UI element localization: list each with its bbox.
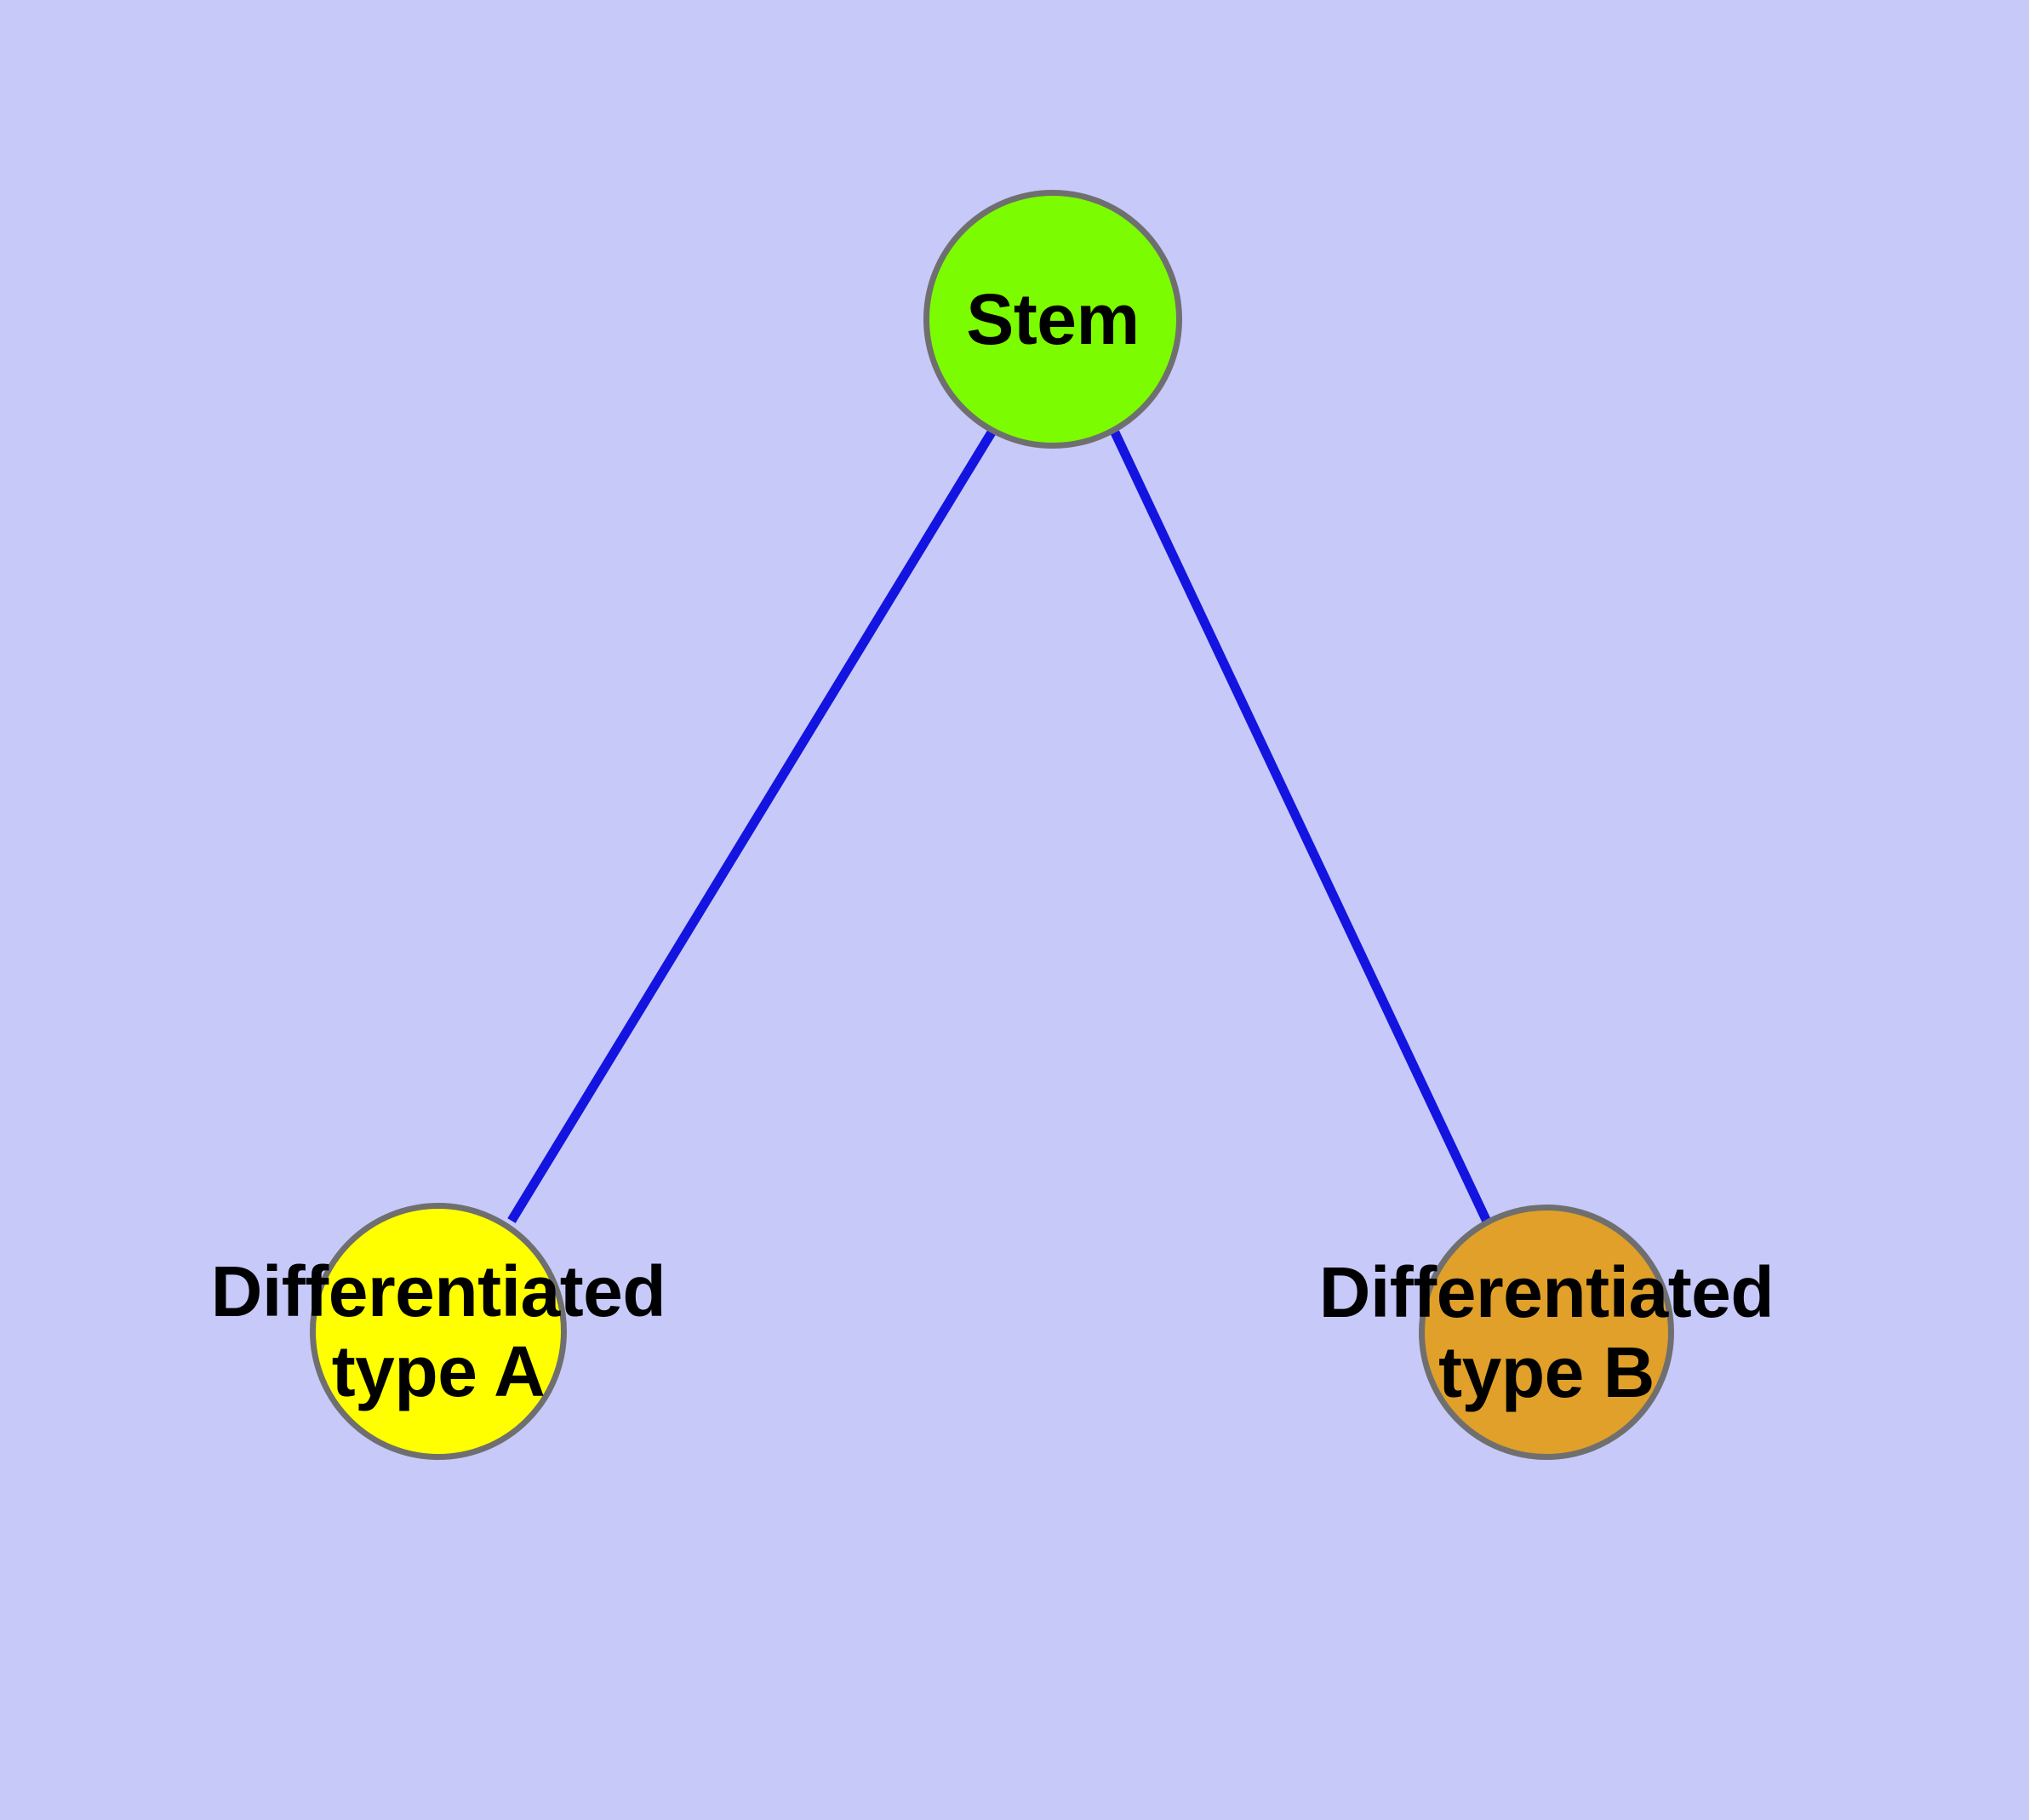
node-stem[interactable] bbox=[923, 190, 1182, 449]
edge-stem-to-diff-b[interactable] bbox=[1111, 430, 1492, 1226]
node-diff-b[interactable] bbox=[1419, 1205, 1674, 1460]
edge-stem-to-diff-a[interactable] bbox=[507, 430, 996, 1223]
node-diff-a[interactable] bbox=[310, 1203, 567, 1460]
